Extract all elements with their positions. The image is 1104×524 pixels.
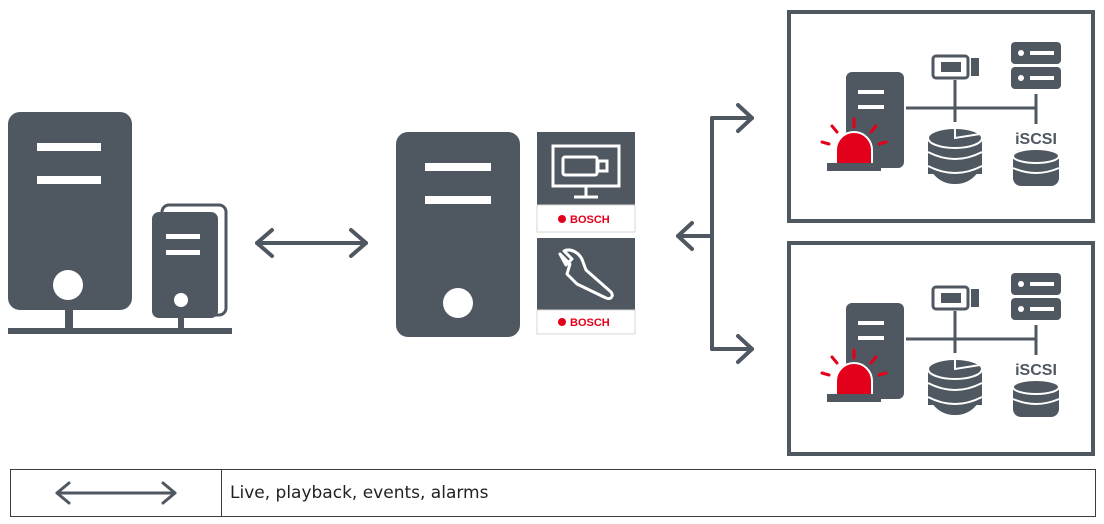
management-server-icon bbox=[396, 132, 520, 337]
wrench-config-app-tile: BOSCH bbox=[536, 238, 636, 335]
recorder-icon bbox=[1011, 273, 1061, 320]
operator-client-workstation-icon bbox=[8, 112, 232, 334]
system-diagram: BOSCH BOSCH bbox=[8, 10, 1095, 456]
iscsi-storage-icon: iSCSI bbox=[1012, 362, 1060, 417]
database-icon bbox=[927, 357, 983, 415]
double-arrow-icon bbox=[255, 228, 368, 258]
double-arrow-icon bbox=[55, 481, 177, 505]
wrench-config-app-icon bbox=[558, 248, 614, 300]
legend-symbol-cell bbox=[11, 470, 222, 516]
iscsi-storage-icon: iSCSI bbox=[1012, 131, 1060, 186]
monitor-camera-app-icon bbox=[551, 144, 621, 199]
recorder-icon bbox=[1011, 42, 1061, 89]
camera-icon bbox=[931, 54, 979, 80]
site-box-1: iSCSI bbox=[787, 10, 1095, 223]
alarm-siren-icon bbox=[820, 348, 888, 402]
database-icon bbox=[927, 126, 983, 184]
bosch-brand-label: BOSCH bbox=[570, 317, 610, 329]
legend-table: Live, playback, events, alarms bbox=[10, 469, 1096, 517]
camera-icon bbox=[931, 285, 979, 311]
iscsi-label: iSCSI bbox=[1015, 131, 1057, 148]
site-box-2: iSCSI bbox=[787, 241, 1095, 456]
bosch-brand-label: BOSCH bbox=[570, 214, 610, 226]
iscsi-label: iSCSI bbox=[1015, 362, 1057, 379]
alarm-siren-icon bbox=[820, 117, 888, 171]
monitor-camera-app-tile: BOSCH bbox=[536, 132, 636, 233]
branch-connector bbox=[676, 103, 754, 364]
server-stack-icon bbox=[152, 203, 228, 330]
legend-description: Live, playback, events, alarms bbox=[230, 483, 489, 503]
